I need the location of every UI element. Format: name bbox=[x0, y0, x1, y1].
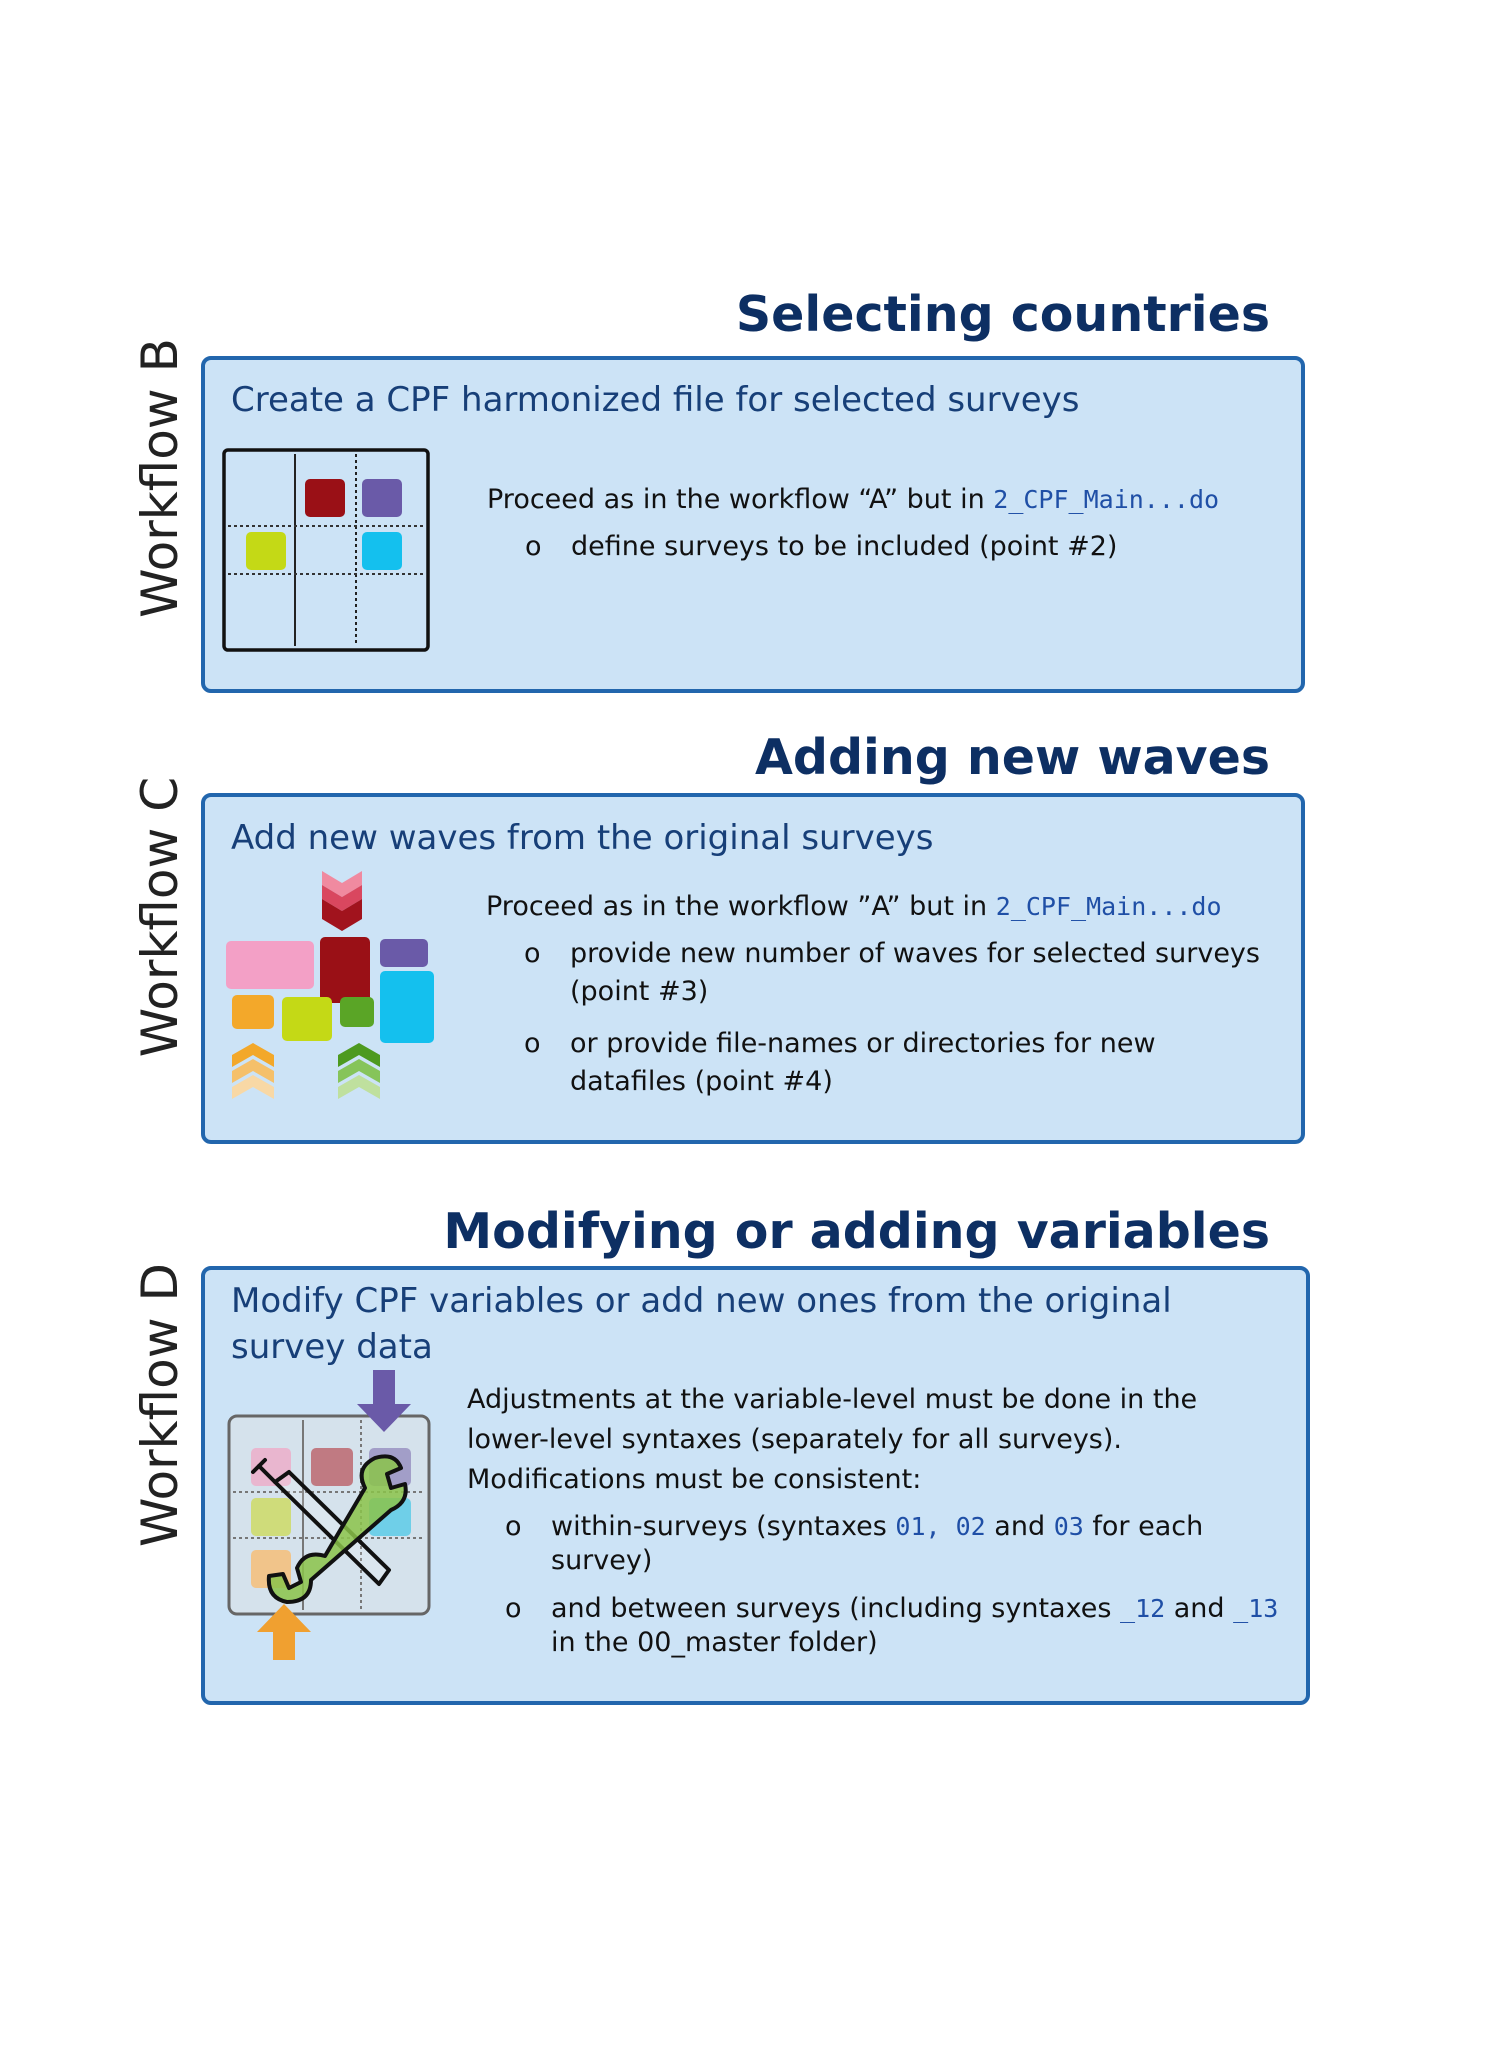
syntax-code: _12 bbox=[1120, 1594, 1166, 1623]
wrench-screwdriver-grid-icon bbox=[227, 1370, 431, 1660]
bullet-marker: o bbox=[525, 531, 542, 562]
panel-title: Modify CPF variables or add new ones fro… bbox=[231, 1281, 1172, 1367]
intro-line: Proceed as in the workflow ”A” but in 2_… bbox=[486, 891, 1222, 922]
syntax-code: _13 bbox=[1233, 1594, 1279, 1623]
bullet-marker: o bbox=[505, 1593, 522, 1624]
bullet-item: o define surveys to be included (point #… bbox=[487, 528, 1277, 566]
section-heading-modifying-variables: Modifying or adding variables bbox=[443, 1203, 1270, 1260]
bullet-text: or provide file-names or directories for… bbox=[570, 1028, 1156, 1097]
bullet-item: o or provide file-names or directories f… bbox=[486, 1025, 1276, 1101]
workflow-c-label: Workflow C bbox=[131, 776, 189, 1058]
main-do-file-code: 2_CPF_Main...do bbox=[995, 892, 1222, 921]
workflow-d-body: Adjustments at the variable-level must b… bbox=[467, 1380, 1279, 1660]
bullet-text: provide new number of waves for selected… bbox=[570, 938, 1260, 1007]
bullet-marker: o bbox=[524, 938, 541, 969]
intro-line: Proceed as in the workflow “A” but in 2_… bbox=[487, 484, 1220, 515]
stacked-waves-icon bbox=[226, 871, 434, 1099]
bullet-text: define surveys to be included (point #2) bbox=[571, 531, 1118, 562]
bullet-item: o provide new number of waves for select… bbox=[486, 935, 1276, 1011]
bullet-item: o and between surveys (including syntaxe… bbox=[505, 1593, 1279, 1658]
workflow-d-label: Workflow D bbox=[131, 1263, 189, 1547]
panel-title: Create a CPF harmonized file for selecte… bbox=[231, 380, 1080, 420]
main-do-file-code: 2_CPF_Main...do bbox=[993, 485, 1220, 514]
workflow-c-panel: Add new waves from the original surveys … bbox=[201, 793, 1305, 1144]
workflow-b-label: Workflow B bbox=[131, 338, 189, 618]
section-heading-selecting-countries: Selecting countries bbox=[735, 286, 1270, 343]
workflow-b-panel: Create a CPF harmonized file for selecte… bbox=[201, 356, 1305, 693]
syntax-code: 03 bbox=[1053, 1512, 1084, 1541]
section-heading-adding-new-waves: Adding new waves bbox=[754, 729, 1270, 786]
bullet-marker: o bbox=[524, 1028, 541, 1059]
workflow-d-panel: Modify CPF variables or add new ones fro… bbox=[201, 1266, 1310, 1705]
bullet-marker: o bbox=[505, 1511, 522, 1542]
bullet-item: o within-surveys (syntaxes 01, 02 and 03… bbox=[505, 1511, 1204, 1576]
panel-title: Add new waves from the original surveys bbox=[231, 818, 934, 858]
grid-selection-icon bbox=[222, 448, 430, 652]
syntax-code: 01, 02 bbox=[895, 1512, 986, 1541]
workflow-c-body: Proceed as in the workflow ”A” but in 2_… bbox=[486, 887, 1276, 1101]
intro-paragraph: Adjustments at the variable-level must b… bbox=[467, 1384, 1198, 1495]
workflow-b-body: Proceed as in the workflow “A” but in 2_… bbox=[487, 480, 1277, 566]
